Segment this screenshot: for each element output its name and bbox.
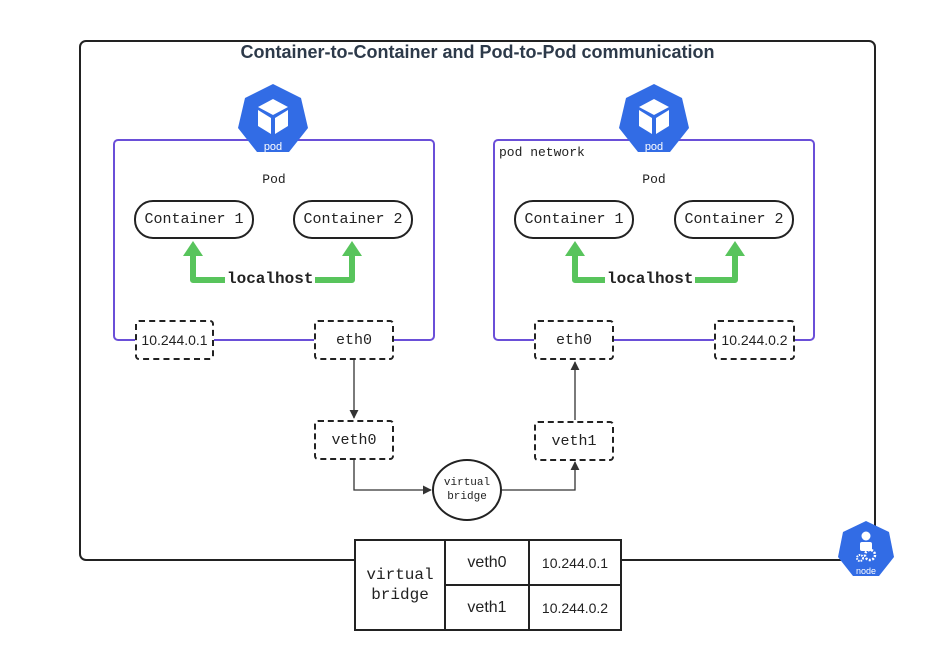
veth1-interface: veth1 — [534, 421, 614, 461]
route-table-iface: veth1 — [444, 584, 530, 631]
pod-icon-label: pod — [263, 141, 283, 153]
pod-frame-right — [493, 139, 815, 341]
localhost-arrowhead-left-2 — [342, 241, 362, 256]
route-table-header-line2: bridge — [371, 586, 429, 604]
pod-caption: Pod — [642, 172, 666, 187]
container-box: Container 1 — [514, 200, 634, 239]
diagram-title: Container-to-Container and Pod-to-Pod co… — [240, 42, 715, 62]
pod-frame-left — [113, 139, 435, 341]
pod-caption: Pod — [262, 172, 286, 187]
connector-bridge-veth1 — [502, 461, 580, 491]
container-box: Container 2 — [293, 200, 413, 239]
connector-veth0-bridge — [353, 460, 432, 495]
virtual-bridge: virtual bridge — [432, 459, 502, 521]
pod-network-label: pod network — [499, 145, 585, 160]
node-icon — [838, 521, 894, 576]
localhost-arrowhead-right-1 — [565, 241, 585, 256]
pod-ip-box: 10.244.0.2 — [714, 320, 795, 360]
localhost-arrowhead-right-2 — [725, 241, 745, 256]
node-icon-label: node — [855, 566, 877, 576]
route-table-header-line1: virtual — [366, 566, 434, 584]
table-row: veth1 10.244.0.2 — [355, 584, 622, 631]
table-row: virtual bridge veth0 10.244.0.1 — [354, 539, 622, 631]
container-box: Container 2 — [674, 200, 794, 239]
localhost-label: localhost — [225, 270, 316, 288]
pod-icon — [619, 84, 689, 152]
localhost-label: localhost — [605, 270, 696, 288]
virtual-bridge-label-line1: virtual — [443, 477, 491, 489]
route-table-ip: 10.244.0.2 — [528, 584, 622, 631]
route-table-iface: veth0 — [444, 539, 530, 586]
route-table-ip: 10.244.0.1 — [528, 539, 622, 586]
localhost-arrowhead-left-1 — [183, 241, 203, 256]
bridge-route-table: virtual bridge veth0 10.244.0.1 veth1 10… — [354, 539, 622, 631]
virtual-bridge-label-line2: bridge — [447, 491, 487, 503]
eth0-interface: eth0 — [314, 320, 394, 360]
pod-ip-box: 10.244.0.1 — [135, 320, 214, 360]
eth0-interface: eth0 — [534, 320, 614, 360]
pod-icon-label: pod — [644, 141, 664, 153]
container-box: Container 1 — [134, 200, 254, 239]
veth0-interface: veth0 — [314, 420, 394, 460]
pod-icon — [238, 84, 308, 152]
route-table-header: virtual bridge — [354, 539, 446, 631]
